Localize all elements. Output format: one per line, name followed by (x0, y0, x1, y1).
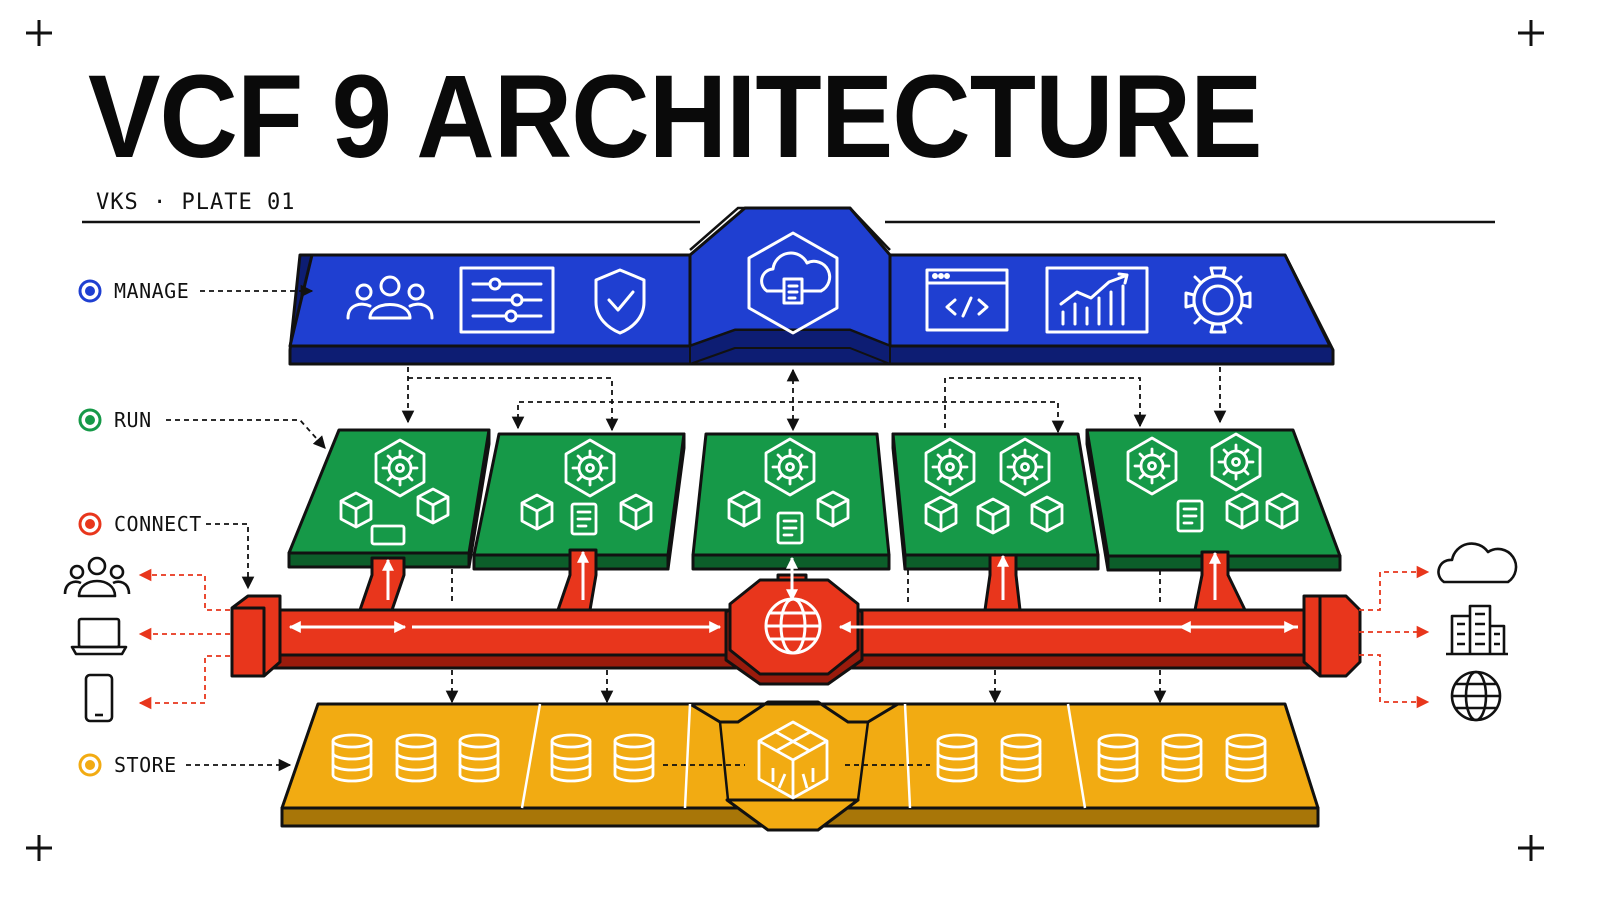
external-left (63, 556, 131, 723)
manage-icons (346, 231, 1252, 335)
external-right-links (1350, 565, 1430, 709)
users-icon (346, 275, 434, 320)
external-right (1437, 542, 1518, 722)
building-icon (1446, 604, 1508, 656)
legend-run: RUN (78, 408, 326, 449)
legend-run-label: RUN (114, 408, 152, 432)
store-dot-icon (78, 753, 102, 777)
legend-connect: CONNECT (78, 512, 255, 590)
manage-run-connectors (401, 367, 1227, 434)
chart-icon (1045, 266, 1149, 334)
phone-icon (84, 673, 114, 723)
cluster-5 (1085, 428, 1342, 572)
cluster-1 (287, 428, 491, 569)
gear-icon (1184, 266, 1252, 334)
globe-icon (1450, 670, 1502, 722)
laptop-icon (70, 617, 128, 656)
pod-icon (370, 524, 406, 546)
store-icons (331, 720, 1267, 800)
connect-dot-icon (78, 512, 102, 536)
external-left-links (138, 568, 230, 710)
globe-hub-icon (764, 597, 822, 655)
legend-connect-label: CONNECT (114, 512, 202, 536)
storage-cube-icon (757, 720, 829, 800)
diagram-title: VCF 9 ARCHITECTURE (88, 51, 1263, 183)
corner-marks (26, 20, 1544, 861)
legend: MANAGE RUN CONNECT STORE (78, 279, 326, 777)
connect-arrows (288, 550, 1298, 633)
run-layer (287, 428, 1342, 572)
legend-store: STORE (78, 753, 292, 777)
manage-layer (288, 206, 1335, 366)
manage-dot-icon (78, 279, 102, 303)
run-dot-icon (78, 408, 102, 432)
legend-store-label: STORE (114, 753, 177, 777)
users-icon (63, 556, 131, 598)
legend-manage-label: MANAGE (114, 279, 189, 303)
diagram-subtitle: VKS · PLATE 01 (96, 190, 296, 215)
sliders-icon (459, 266, 555, 334)
shield-check-icon (594, 268, 646, 335)
connect-store-connectors (445, 569, 1167, 704)
code-window-icon (925, 268, 1009, 332)
legend-manage: MANAGE (78, 279, 314, 303)
cloud-hub-icon (747, 231, 839, 335)
run-icons (339, 432, 1299, 546)
cloud-icon (1437, 542, 1518, 584)
